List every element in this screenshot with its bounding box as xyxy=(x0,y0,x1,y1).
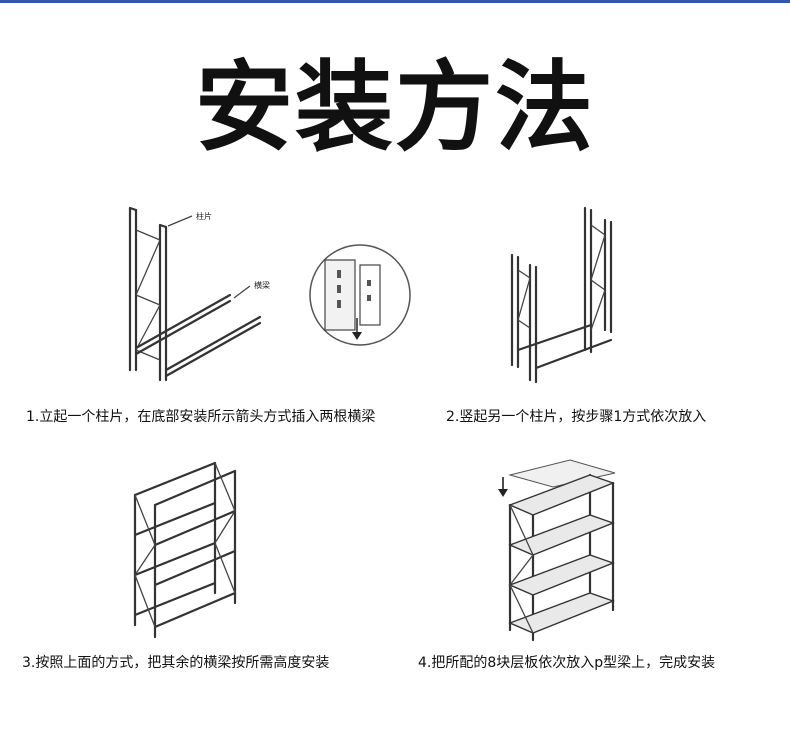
page-title: 安装方法 xyxy=(194,51,595,165)
step3-figure xyxy=(125,455,250,645)
beam-label: 横梁 xyxy=(254,280,270,290)
step2-figure xyxy=(500,200,630,390)
step1-figure: 柱片 横梁 xyxy=(110,200,310,390)
step1-detail-inset xyxy=(305,240,415,350)
step1-caption: 1.立起一个柱片，在底部安装所示箭头方式插入两根横梁 xyxy=(26,409,376,425)
top-accent-bar xyxy=(0,0,790,3)
step4-caption: 4.把所配的8块层板依次放入p型梁上，完成安装 xyxy=(418,655,716,671)
step3-caption: 3.按照上面的方式，把其余的横梁按所需高度安装 xyxy=(22,655,330,671)
step4-figure xyxy=(495,455,625,645)
upright-label: 柱片 xyxy=(196,211,212,221)
step2-caption: 2.竖起另一个柱片，按步骤1方式依次放入 xyxy=(446,409,707,425)
